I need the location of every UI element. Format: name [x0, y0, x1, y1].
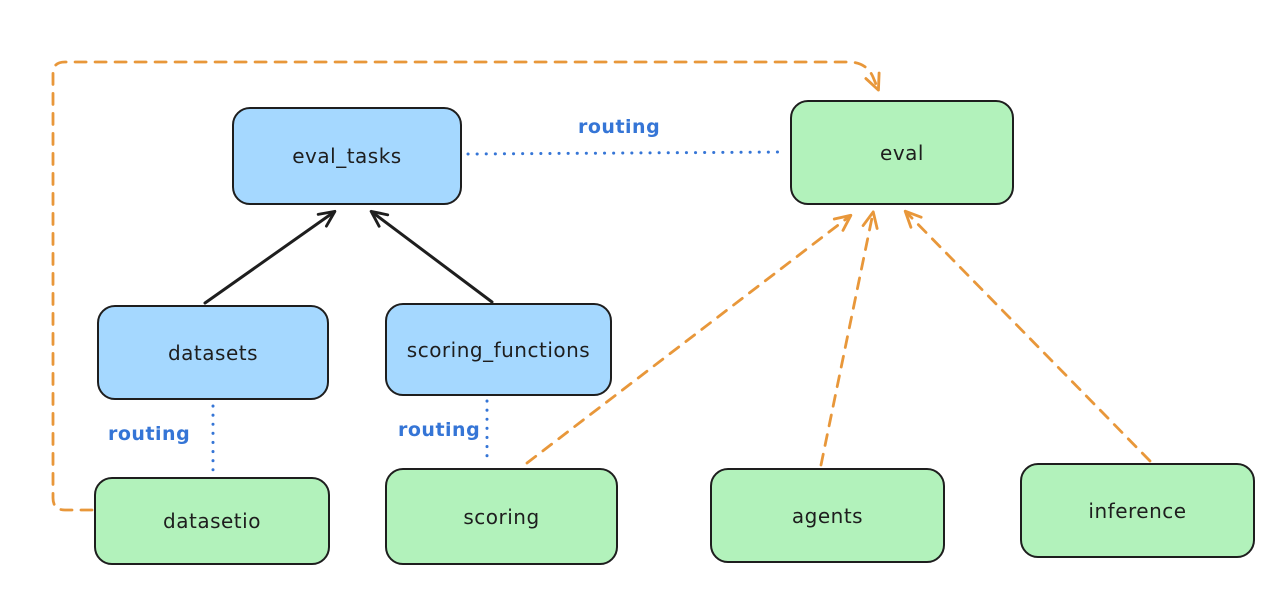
- node-eval-tasks: eval_tasks: [232, 107, 462, 205]
- node-eval: eval: [790, 100, 1014, 205]
- edge-agents-to-eval: [819, 210, 879, 467]
- node-scoring: scoring: [385, 468, 618, 565]
- routing-label-datasets-datasetio: routing: [108, 423, 191, 445]
- edge-eval-tasks-to-eval: [466, 150, 787, 156]
- node-scoring-label: scoring: [463, 504, 540, 529]
- node-datasetio: datasetio: [94, 477, 330, 565]
- node-datasets-label: datasets: [167, 340, 259, 365]
- node-scoring-functions-label: scoring_functions: [406, 337, 591, 362]
- routing-label-scoring-functions-scoring: routing: [398, 419, 481, 441]
- node-agents: agents: [710, 468, 945, 563]
- edge-inference-to-eval: [903, 209, 1152, 463]
- routing-label-eval-tasks-eval: routing: [578, 116, 661, 138]
- node-datasets: datasets: [97, 305, 329, 400]
- node-eval-label: eval: [880, 140, 924, 165]
- edge-scoring-functions-to-eval-tasks: [369, 209, 494, 304]
- edge-datasets-to-eval-tasks: [203, 209, 337, 305]
- node-inference: inference: [1020, 463, 1255, 558]
- node-agents-label: agents: [791, 503, 864, 528]
- node-datasetio-label: datasetio: [163, 509, 261, 533]
- node-eval-tasks-label: eval_tasks: [292, 144, 402, 168]
- node-scoring-functions: scoring_functions: [385, 303, 612, 396]
- node-inference-label: inference: [1088, 498, 1187, 523]
